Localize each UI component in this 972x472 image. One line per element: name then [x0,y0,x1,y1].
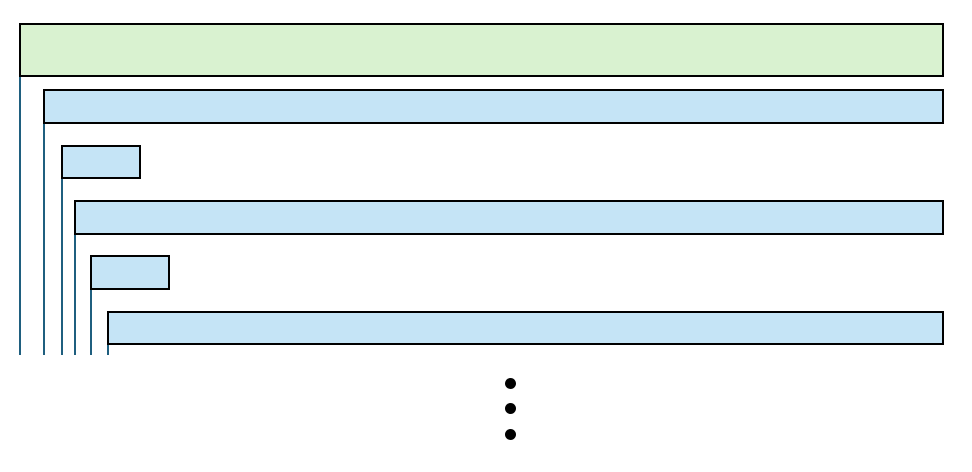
level-1-node-box [43,89,944,124]
connector-line-level-1 [43,106,45,355]
level-3-node-box [74,200,944,235]
connector-line-level-4 [90,272,92,355]
ellipsis-dot [505,378,516,389]
connector-line-level-2 [61,162,63,355]
ellipsis-dot [505,429,516,440]
connector-line-level-0 [19,50,21,355]
level-4-node-box [90,255,170,290]
level-5-node-box [107,311,944,345]
connector-line-level-3 [74,217,76,355]
root-node-box [19,23,944,77]
level-2-node-box [61,145,141,179]
ellipsis-dot [505,403,516,414]
